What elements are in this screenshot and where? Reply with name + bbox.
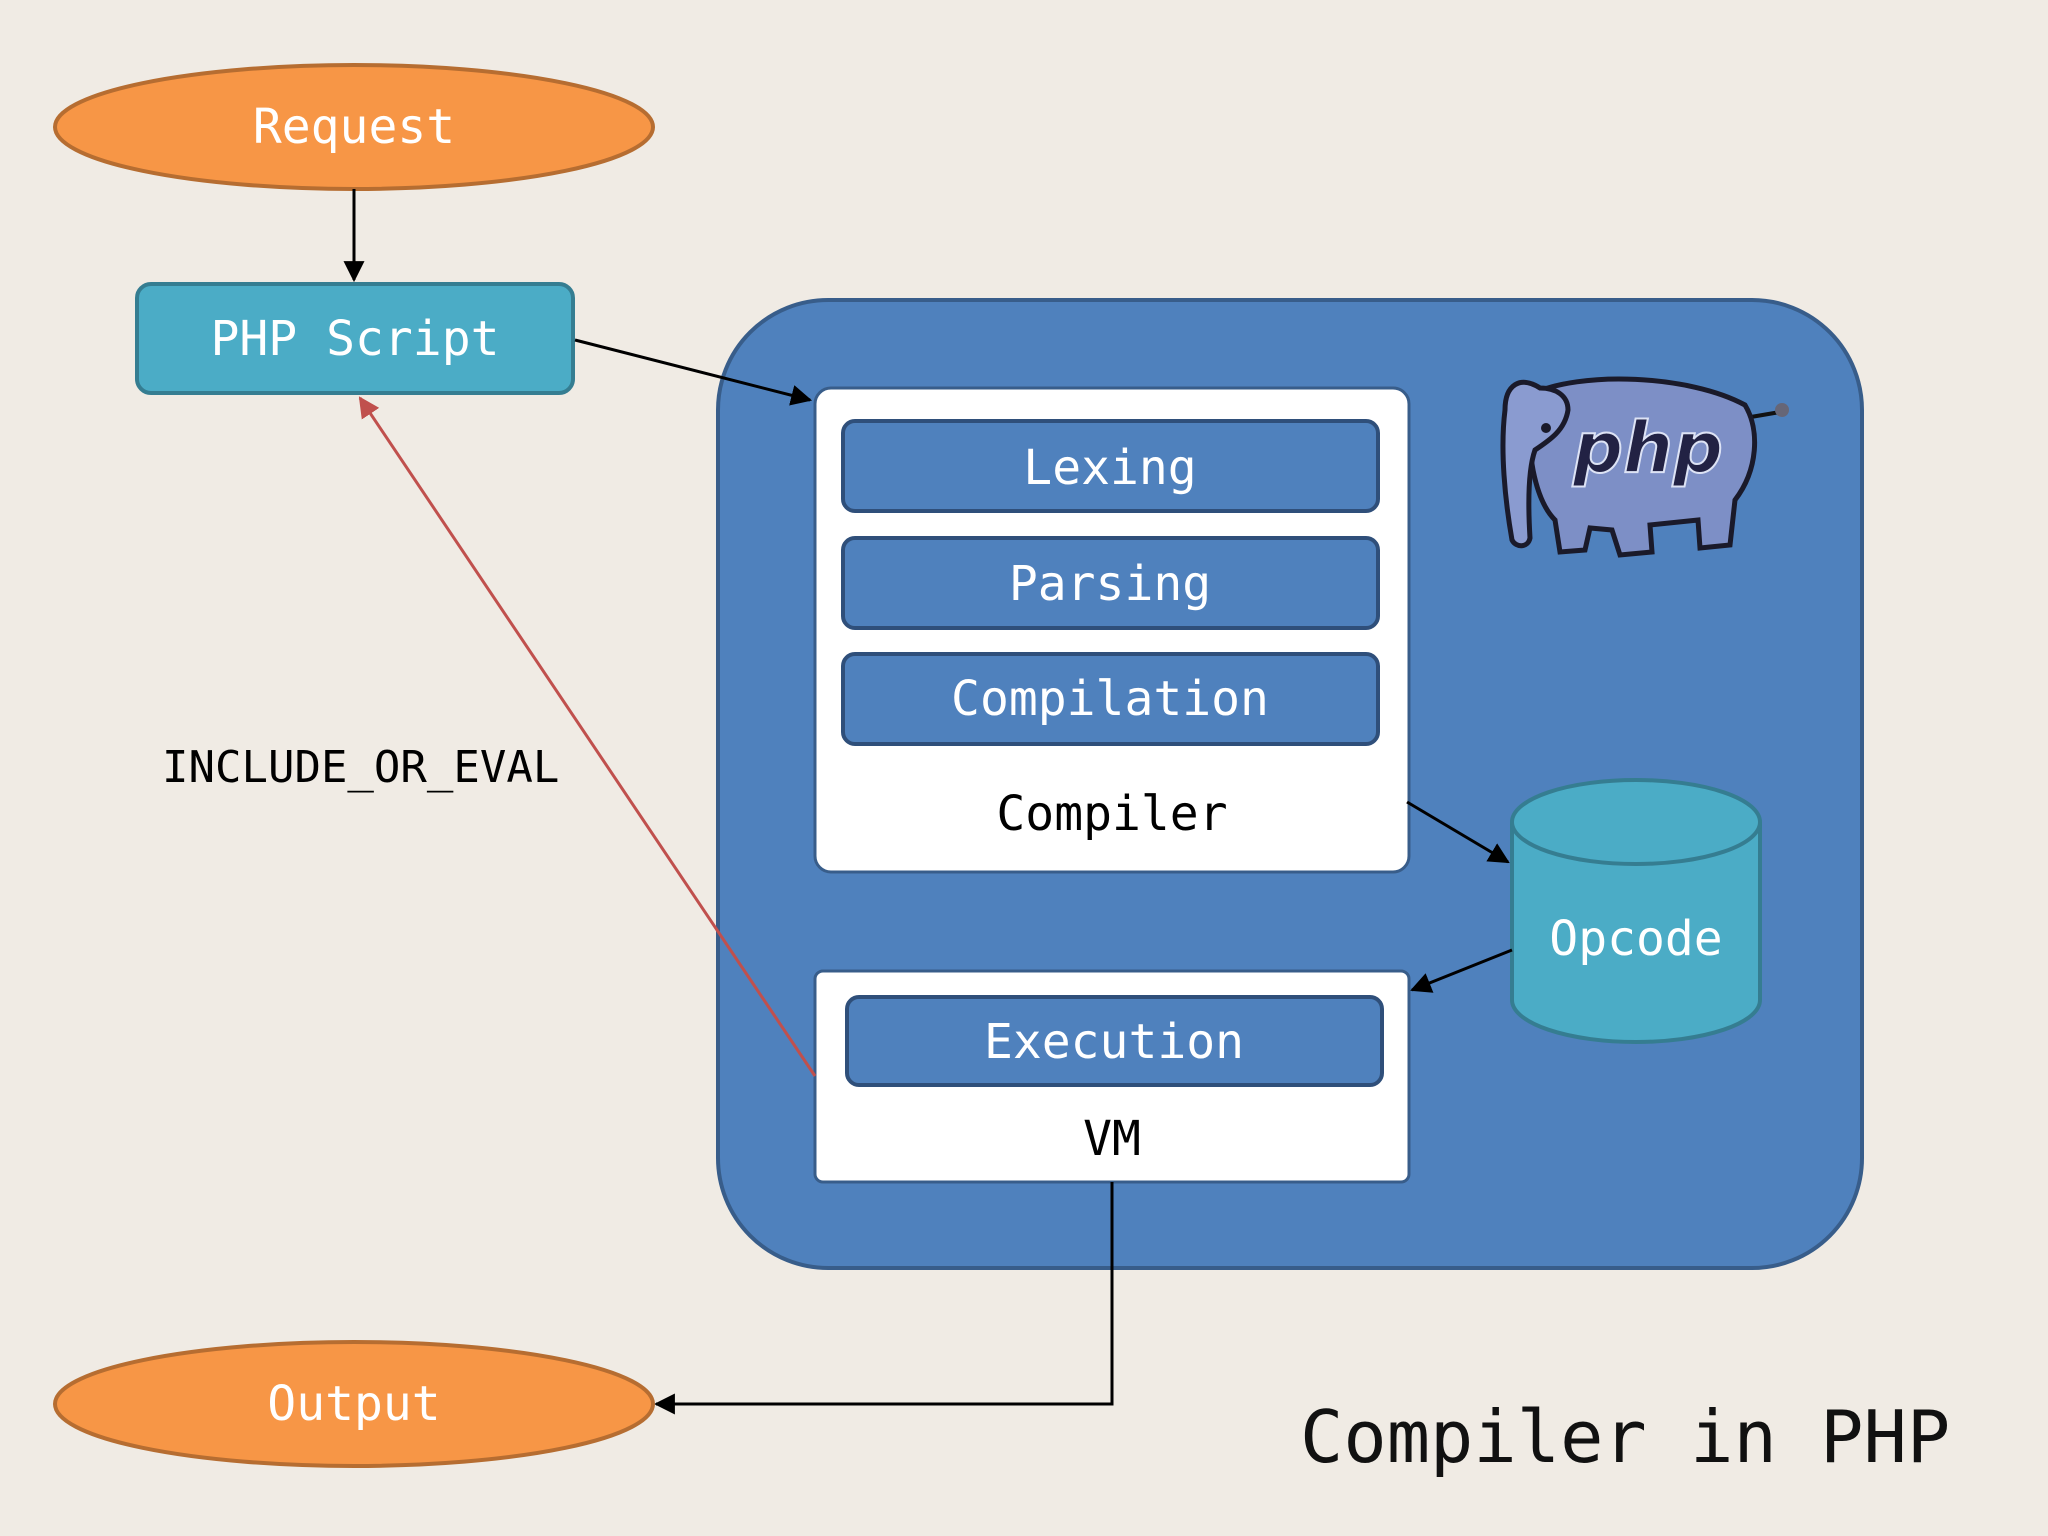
include-or-eval-label: INCLUDE_OR_EVAL (162, 742, 559, 793)
php-script-node: PHP Script (135, 282, 575, 395)
output-node: Output (53, 1340, 655, 1468)
compilation-label: Compilation (951, 671, 1269, 727)
compiler-box: Lexing Parsing Compilation Compiler (813, 386, 1411, 874)
parsing-label: Parsing (1009, 556, 1211, 612)
opcode-label: Opcode (1549, 911, 1722, 967)
compilation-stage: Compilation (841, 652, 1380, 746)
vm-label: VM (1083, 1111, 1141, 1167)
execution-label: Execution (984, 1014, 1244, 1070)
arrow-compiler-to-opcode (1406, 800, 1510, 864)
arrow-include-or-eval (358, 396, 817, 1077)
php-script-label: PHP Script (211, 311, 500, 367)
vm-box: Execution VM (813, 969, 1411, 1184)
php-logo-text: php (1572, 407, 1723, 489)
opcode-node: Opcode (1510, 778, 1762, 1044)
lexing-label: Lexing (1023, 440, 1196, 496)
arrow-opcode-to-vm (1410, 948, 1513, 993)
request-label: Request (253, 99, 455, 155)
arrow-script-to-compiler (574, 338, 813, 406)
parsing-stage: Parsing (841, 536, 1380, 630)
request-node: Request (53, 63, 655, 191)
diagram-title: Compiler in PHP (1300, 1395, 1951, 1479)
php-elephant-logo: php (1500, 376, 1789, 558)
lexing-stage: Lexing (841, 419, 1380, 513)
arrow-vm-to-output (653, 1182, 1114, 1415)
output-label: Output (267, 1376, 440, 1432)
compiler-label: Compiler (996, 786, 1227, 842)
execution-stage: Execution (845, 995, 1384, 1087)
